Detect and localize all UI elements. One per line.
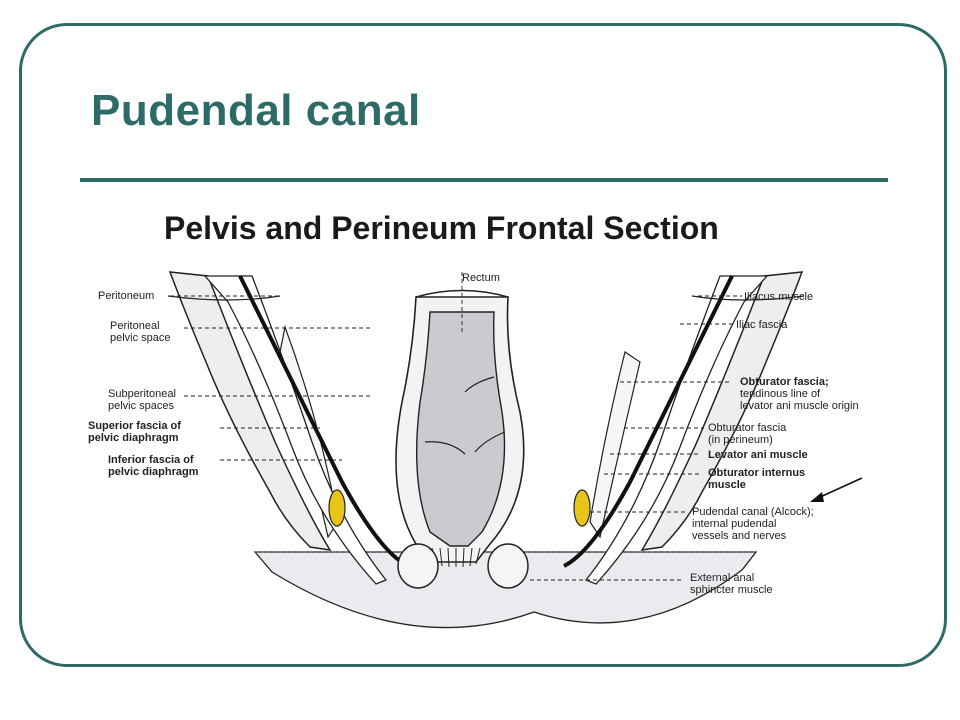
- pudendal-arrow-head: [810, 492, 824, 502]
- slide-title: Pudendal canal: [91, 86, 421, 135]
- pudendal-arrow: [817, 477, 863, 499]
- label-iliac-fascia: Iliac fascia: [736, 319, 788, 331]
- label-rectum: Rectum: [462, 272, 500, 284]
- label-levator-ani: Levator ani muscle: [708, 449, 808, 461]
- left-leader-lines: [170, 295, 370, 461]
- right-hip-bone: [640, 271, 804, 551]
- rectum-top: [415, 289, 509, 298]
- right-levator-ani: [563, 275, 734, 568]
- label-subperitoneal-pelvic-spaces: Subperitoneal pelvic spaces: [108, 388, 176, 412]
- left-external-anal-sphincter: [397, 543, 439, 589]
- title-divider: [80, 178, 888, 182]
- label-pudendal-canal: Pudendal canal (Alcock); internal pudend…: [692, 506, 814, 542]
- label-obturator-fascia: Obturator fascia;: [740, 376, 829, 388]
- label-peritoneal-pelvic-space: Peritoneal pelvic space: [110, 320, 171, 344]
- left-levator-ani: [238, 275, 409, 568]
- label-iliacus-muscle: Iliacus muscle: [744, 291, 814, 303]
- label-obturator-fascia-perineum: Obturator fascia (in perineum): [708, 422, 787, 446]
- label-peritoneum: Peritoneum: [98, 290, 155, 302]
- left-hip-bone: [168, 271, 332, 551]
- pelvis-diagram: [167, 271, 863, 629]
- rectum-fold-3: [474, 431, 506, 453]
- right-external-anal-sphincter: [487, 543, 529, 589]
- right-peritoneum-line: [691, 295, 805, 301]
- left-iliacus: [203, 275, 388, 585]
- label-obturator-fascia-detail: tendinous line of levator ani muscle ori…: [740, 388, 859, 412]
- anatomy-figure: Pelvis and Perineum Frontal Section Rect…: [80, 192, 892, 630]
- rectum-lumen: [415, 311, 506, 547]
- rectum-fold-2: [424, 441, 466, 455]
- right-pudendal-canal: [573, 489, 591, 527]
- label-superior-fascia: Superior fascia of pelvic diaphragm: [88, 420, 181, 444]
- label-external-anal-sphincter: External anal sphincter muscle: [690, 572, 773, 596]
- label-obturator-internus: Obturator internus muscle: [708, 467, 806, 491]
- right-leader-lines: [461, 272, 742, 581]
- left-peritoneum-line: [167, 295, 281, 301]
- rectum-fold-1: [464, 376, 495, 393]
- perineum-basin: [253, 551, 758, 629]
- figure-title: Pelvis and Perineum Frontal Section: [164, 210, 719, 246]
- left-pudendal-canal: [328, 489, 346, 527]
- label-inferior-fascia: Inferior fascia of pelvic diaphragm: [108, 454, 199, 478]
- right-obturator-internus: [589, 351, 641, 539]
